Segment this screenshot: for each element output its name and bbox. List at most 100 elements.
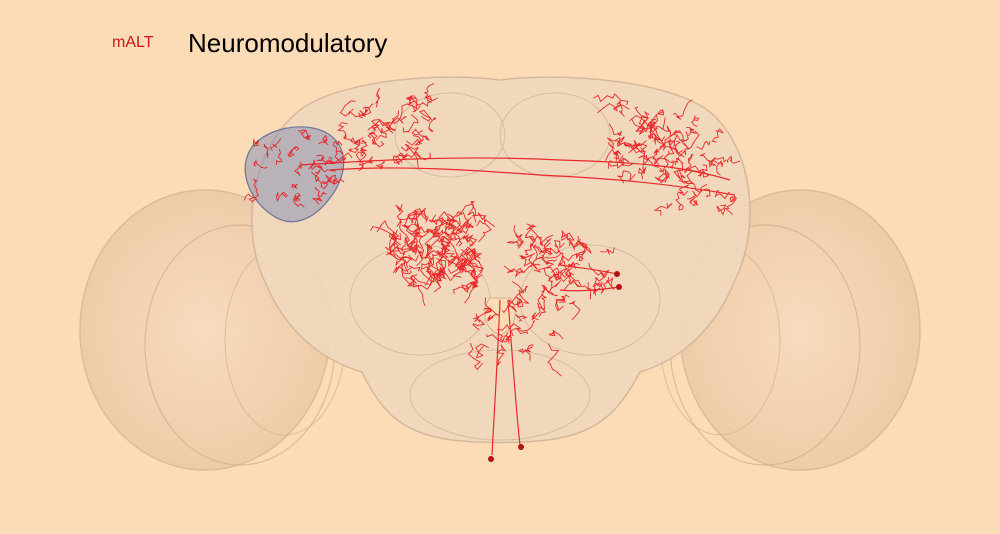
neurite	[369, 226, 401, 241]
neurite	[524, 242, 538, 260]
neurite	[436, 248, 446, 259]
neurite	[496, 323, 522, 337]
neurite	[400, 143, 419, 168]
neurite	[683, 164, 708, 173]
neurite	[359, 139, 368, 152]
neurite	[537, 294, 548, 311]
neurite	[537, 289, 547, 317]
neurite	[400, 245, 420, 255]
neurite	[437, 235, 456, 246]
neurite	[671, 156, 684, 166]
neurite	[655, 157, 675, 169]
neurite	[336, 122, 348, 138]
neurite	[395, 204, 404, 223]
neurite	[685, 153, 694, 170]
neurite	[547, 343, 562, 377]
neurite	[483, 297, 493, 314]
neurite	[716, 204, 727, 216]
neurite	[679, 130, 700, 150]
neurite	[269, 138, 282, 152]
neurite	[321, 174, 339, 185]
neurite	[524, 344, 534, 362]
neurite	[289, 146, 300, 152]
neurite	[275, 148, 283, 165]
neurite	[572, 279, 592, 300]
neurite	[455, 234, 478, 247]
neurite	[426, 264, 432, 286]
neurite	[352, 138, 364, 149]
neurite	[614, 136, 625, 147]
neurite	[430, 270, 446, 282]
neurite	[649, 119, 657, 131]
neurite	[457, 203, 486, 217]
neurite	[414, 226, 432, 249]
neurite	[587, 282, 601, 296]
neurite	[401, 213, 420, 229]
neurite	[343, 134, 364, 143]
neurite	[253, 138, 260, 147]
neurite	[375, 88, 381, 108]
neurite	[724, 197, 737, 215]
neurite	[662, 117, 676, 138]
neurite	[348, 148, 360, 154]
neurite	[348, 103, 374, 118]
neurite	[470, 260, 483, 282]
neurite	[441, 236, 458, 262]
neurite	[448, 258, 463, 268]
neurite	[367, 131, 378, 145]
neurite	[467, 201, 477, 223]
neurite	[592, 269, 605, 288]
neurite	[299, 129, 312, 140]
neuron-tract	[491, 299, 501, 456]
neurite	[629, 106, 649, 122]
neurite	[428, 116, 437, 133]
neurite	[476, 219, 492, 243]
neurite	[514, 263, 541, 278]
neuron-tract	[299, 157, 731, 181]
neurite	[421, 95, 438, 107]
neurite	[452, 262, 466, 278]
neurite	[524, 223, 536, 242]
neurite	[411, 95, 421, 113]
neurite	[244, 193, 258, 203]
neurite	[658, 157, 669, 173]
neurite	[332, 140, 344, 155]
neurite	[415, 240, 423, 259]
neurite	[457, 255, 473, 276]
neurite	[600, 247, 615, 255]
neurite	[638, 161, 647, 180]
neurite	[406, 232, 418, 250]
neurite	[675, 193, 684, 211]
neurite	[588, 262, 610, 278]
neurite	[406, 135, 422, 146]
neurite	[318, 134, 329, 146]
neurite	[539, 254, 555, 270]
neurite	[389, 229, 399, 252]
neurite	[411, 128, 427, 137]
neurite	[658, 172, 670, 184]
neurite	[433, 255, 445, 276]
neurite	[446, 210, 463, 222]
neurite	[359, 149, 367, 166]
neurite	[519, 254, 538, 270]
neurite	[421, 262, 442, 282]
neurite	[531, 305, 541, 321]
neurite	[526, 224, 544, 247]
neurite	[640, 146, 656, 165]
neurite	[552, 267, 568, 281]
neurite	[515, 314, 528, 322]
neuron-tract	[507, 299, 521, 446]
neurite	[507, 238, 524, 248]
neurite	[617, 170, 636, 184]
neuron-tract	[559, 286, 620, 292]
neurite	[382, 122, 394, 134]
neurite	[435, 244, 450, 272]
neurite	[405, 95, 424, 107]
neurite	[659, 139, 685, 158]
neurite	[391, 110, 407, 124]
neurite	[569, 300, 581, 321]
neurite	[575, 250, 587, 262]
neurite	[475, 343, 490, 359]
neurite	[417, 135, 430, 144]
neurite	[316, 154, 325, 162]
